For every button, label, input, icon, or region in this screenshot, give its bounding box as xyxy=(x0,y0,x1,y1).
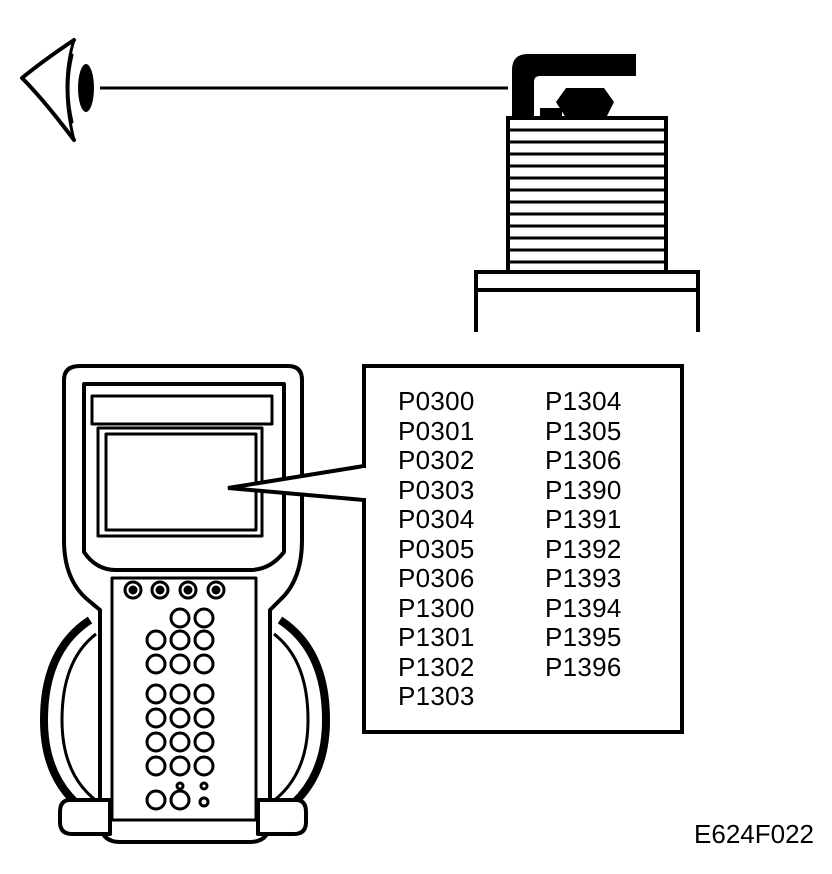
eye-icon xyxy=(20,38,94,142)
trouble-code: P1302 xyxy=(398,651,475,682)
trouble-code: P1395 xyxy=(545,622,622,652)
trouble-code: P0305 xyxy=(398,533,475,564)
trouble-code: P1304 xyxy=(545,386,622,416)
trouble-code: P1305 xyxy=(545,415,622,446)
trouble-code: P1393 xyxy=(545,563,622,593)
trouble-code: P1300 xyxy=(398,592,475,623)
trouble-code: P0303 xyxy=(398,474,475,505)
trouble-code: P0301 xyxy=(398,415,475,446)
trouble-code: P1390 xyxy=(545,474,622,505)
figure-id-label: E624F022 xyxy=(694,819,814,849)
trouble-code: P1306 xyxy=(545,445,622,475)
trouble-code: P1303 xyxy=(398,681,475,711)
trouble-code: P1394 xyxy=(545,592,622,623)
scan-tool-icon xyxy=(40,364,330,844)
trouble-code: P0304 xyxy=(398,504,475,534)
trouble-code: P0306 xyxy=(398,563,475,593)
code-list-right: P1304 P1305 P1306 P1390 P1391 P1392 P139… xyxy=(545,386,622,682)
code-callout xyxy=(227,364,684,734)
trouble-code: P1392 xyxy=(545,533,622,564)
trouble-code: P1391 xyxy=(545,504,622,534)
trouble-code: P1396 xyxy=(545,651,622,682)
code-list-left: P0300 P0301 P0302 P0303 P0304 P0305 P030… xyxy=(398,386,475,712)
trouble-code: P1301 xyxy=(398,622,475,652)
trouble-code: P0302 xyxy=(398,445,475,475)
trouble-code: P0300 xyxy=(398,386,475,416)
spark-plug-icon xyxy=(474,54,700,332)
